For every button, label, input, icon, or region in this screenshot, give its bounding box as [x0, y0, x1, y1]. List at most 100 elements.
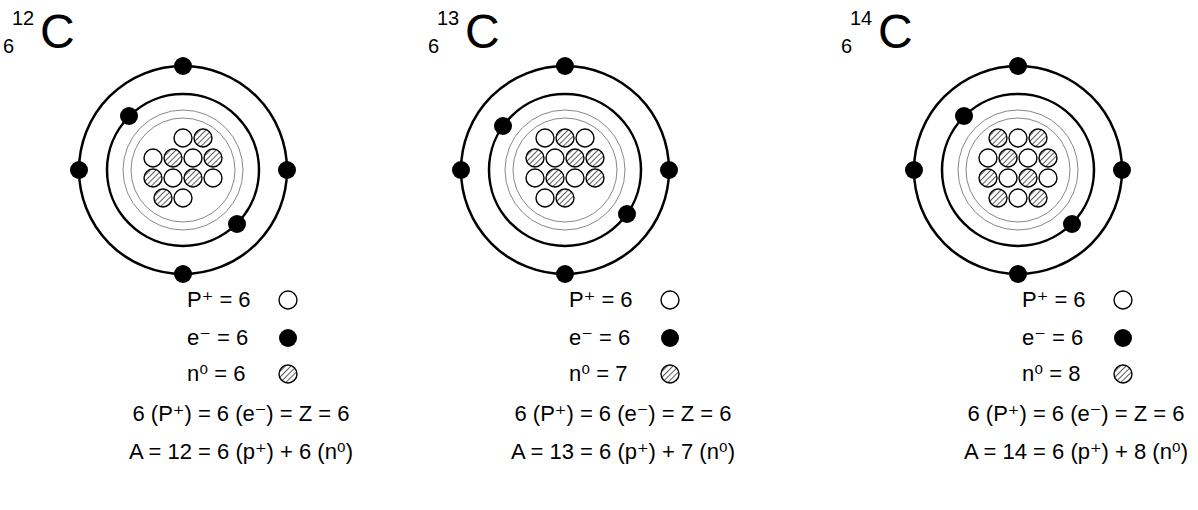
neutron [979, 169, 997, 187]
neutron [989, 189, 1007, 207]
neutron-count: n⁰ = 8 [1022, 361, 1080, 386]
neutron [164, 149, 182, 167]
neutron [556, 189, 574, 207]
proton [204, 169, 222, 187]
proton [546, 149, 564, 167]
electron-symbol [661, 329, 679, 347]
proton-symbol [1114, 291, 1132, 309]
atomic-number-equation: 6 (P⁺) = 6 (e⁻) = Z = 6 [514, 401, 731, 426]
proton-count: P⁺ = 6 [187, 287, 251, 312]
neutron [1029, 189, 1047, 207]
atomic-number: 6 [3, 36, 14, 56]
proton-symbol [661, 291, 679, 309]
inner-shell [942, 94, 1094, 246]
carbon-14-key-symbols [1114, 291, 1132, 383]
electron [70, 161, 88, 179]
electron-symbol [279, 329, 297, 347]
carbon-13-atom [452, 57, 678, 283]
proton [184, 149, 202, 167]
proton [1009, 129, 1027, 147]
proton [536, 129, 554, 147]
neutron [586, 169, 604, 187]
electron [618, 205, 636, 223]
neutron [154, 189, 172, 207]
electron-count: e⁻ = 6 [187, 325, 248, 350]
proton [999, 169, 1017, 187]
inner-shell [107, 94, 259, 246]
electron-count: e⁻ = 6 [569, 325, 630, 350]
element-symbol: C [465, 8, 500, 56]
neutron [526, 149, 544, 167]
electron-symbol [1114, 329, 1132, 347]
proton [1019, 149, 1037, 167]
mass-number: 12 [12, 8, 34, 28]
outer-shell [914, 66, 1122, 274]
electron [1063, 215, 1081, 233]
electron [174, 57, 192, 75]
inner-shell [489, 94, 641, 246]
carbon-12-key-symbols [279, 291, 297, 383]
electron [174, 265, 192, 283]
neutron-symbol [661, 365, 679, 383]
mass-number-equation: A = 12 = 6 (p⁺) + 6 (n⁰) [129, 439, 353, 464]
electron [955, 107, 973, 125]
neutron [1039, 149, 1057, 167]
neutron [184, 169, 202, 187]
electron [660, 161, 678, 179]
neutron [586, 149, 604, 167]
proton [566, 169, 584, 187]
neutron [194, 129, 212, 147]
carbon-12-atom [70, 57, 296, 283]
neutron-symbol [1114, 365, 1132, 383]
outer-shell [461, 66, 669, 274]
electron [1009, 57, 1027, 75]
electron [278, 161, 296, 179]
neutron [1029, 129, 1047, 147]
proton [164, 169, 182, 187]
mass-number: 14 [850, 8, 872, 28]
neutron [556, 129, 574, 147]
neutron-symbol [279, 365, 297, 383]
nucleus-boundary [513, 118, 617, 222]
neutron [144, 169, 162, 187]
nucleus-outline [123, 110, 243, 230]
proton [979, 149, 997, 167]
electron [228, 215, 246, 233]
atomic-number: 6 [428, 36, 439, 56]
proton [1039, 169, 1057, 187]
outer-shell [79, 66, 287, 274]
neutron [989, 129, 1007, 147]
neutron-count: n⁰ = 6 [187, 361, 245, 386]
nucleus-boundary [966, 118, 1070, 222]
electron [556, 265, 574, 283]
proton [174, 189, 192, 207]
electron [1113, 161, 1131, 179]
nucleus-outline [958, 110, 1078, 230]
element-symbol: C [40, 8, 75, 56]
carbon-14-atom [905, 57, 1131, 283]
atomic-number-equation: 6 (P⁺) = 6 (e⁻) = Z = 6 [132, 401, 349, 426]
electron [1009, 265, 1027, 283]
electron [452, 161, 470, 179]
electron [120, 107, 138, 125]
nucleus-boundary [131, 118, 235, 222]
electron [494, 117, 512, 135]
neutron-count: n⁰ = 7 [569, 361, 627, 386]
electron-count: e⁻ = 6 [1022, 325, 1083, 350]
element-symbol: C [878, 8, 913, 56]
atomic-number: 6 [841, 36, 852, 56]
neutron [999, 149, 1017, 167]
mass-number-equation: A = 13 = 6 (p⁺) + 7 (n⁰) [511, 439, 735, 464]
proton [1009, 189, 1027, 207]
electron [905, 161, 923, 179]
proton-count: P⁺ = 6 [569, 287, 633, 312]
mass-number-equation: A = 14 = 6 (p⁺) + 8 (n⁰) [964, 439, 1188, 464]
nucleus-outline [505, 110, 625, 230]
neutron [566, 149, 584, 167]
proton-count: P⁺ = 6 [1022, 287, 1086, 312]
mass-number: 13 [437, 8, 459, 28]
proton [174, 129, 192, 147]
